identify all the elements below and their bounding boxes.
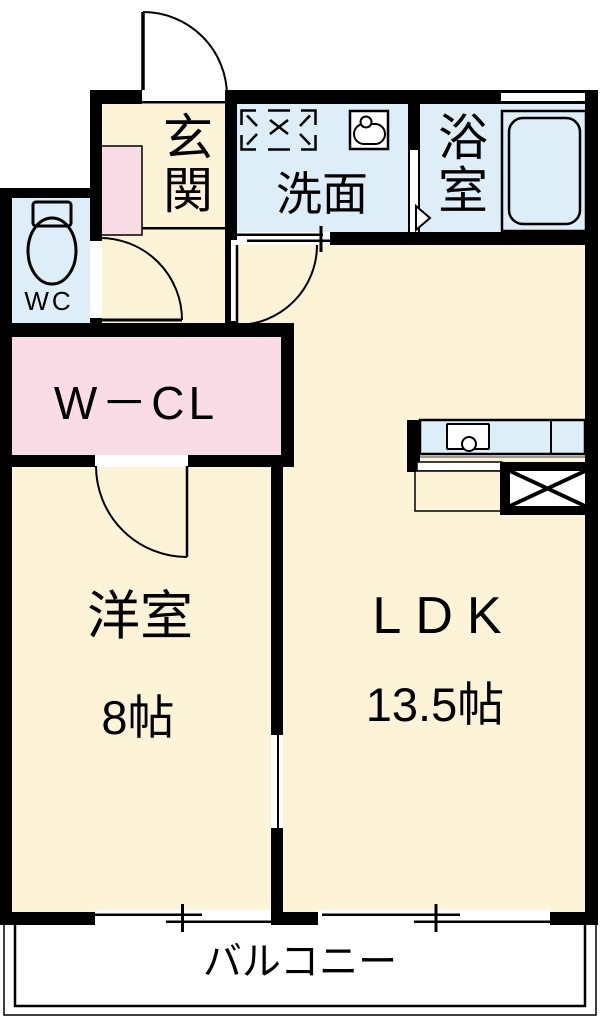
washer-diag-tr <box>299 114 311 127</box>
bath-door-rail-left <box>408 150 410 232</box>
western-room-window-tick <box>181 904 184 932</box>
kitchen-low-counter-edge <box>416 461 503 472</box>
genkan-step-line <box>142 227 225 230</box>
kitchen-wall-stub <box>407 420 420 472</box>
ldk-window-pane-2 <box>414 920 550 923</box>
ldk-window-tick <box>434 904 438 932</box>
washer-corner-bl <box>240 135 256 151</box>
kitchen-faucet <box>461 436 477 452</box>
western-room-floor <box>12 455 271 913</box>
bathtub-outer <box>500 109 588 233</box>
bath-door-direction-icon <box>415 203 432 233</box>
entrance-door-swing-arc <box>142 11 228 97</box>
toilet-tank <box>31 200 73 228</box>
ldk-window-pane-1 <box>322 913 460 916</box>
bathtub-icon <box>500 109 588 233</box>
senmen-label: 洗面 <box>276 168 368 220</box>
toilet-icon <box>26 200 78 286</box>
washer-diag-tl <box>246 114 258 127</box>
entrance-threshold-line <box>142 101 228 104</box>
washer-corner-tr <box>301 109 317 125</box>
wash-basin-icon <box>348 109 390 151</box>
washing-machine-pan-icon <box>240 109 317 151</box>
wall-bottom-center <box>271 912 318 925</box>
toilet-bowl <box>26 216 78 286</box>
wcl-door-swing-arc <box>95 465 188 558</box>
room-divider-sliding-panel <box>277 735 279 828</box>
genkan-shoe-closet <box>97 145 143 236</box>
ldk-size: 13.5帖 <box>365 678 505 731</box>
senmen-sliding-door-tick <box>319 226 323 252</box>
senmen-sliding-door-rail-lower <box>247 239 337 242</box>
wall-bottom-left <box>0 912 95 925</box>
room-floors <box>12 103 585 913</box>
wall-wcl-right <box>281 323 294 467</box>
wall-wc-top <box>0 188 102 198</box>
bathroom-window <box>501 93 588 101</box>
wc-label: WC <box>24 286 74 316</box>
western-room-window-pane-2 <box>166 920 271 923</box>
washer-diag-bl <box>246 133 258 146</box>
walk-in-closet-label: W－CL <box>53 377 219 429</box>
washer-corner-br <box>301 135 317 151</box>
wall-bottom-right <box>550 912 598 925</box>
balcony-outer-border <box>3 918 597 1016</box>
doors <box>95 11 432 558</box>
crossed-box-wall-left <box>500 462 510 515</box>
crossed-box-wall-top <box>500 462 585 471</box>
bathtub-inner <box>507 116 582 226</box>
wall-right <box>585 90 598 925</box>
wc-door-opening <box>90 241 102 318</box>
crossed-box-x <box>509 469 586 508</box>
kitchen-counter <box>418 418 587 456</box>
entrance-door-opening <box>142 90 228 104</box>
washer-x-mark <box>269 119 289 135</box>
balcony-inner-border <box>13 918 587 1008</box>
kitchen-counter-icon <box>407 418 587 512</box>
bath-door-rail-right <box>418 150 420 232</box>
balcony-windows <box>95 904 550 932</box>
crossed-box-icon <box>500 462 586 515</box>
senmen-sliding-door-rail-upper <box>237 233 323 236</box>
walk-in-closet-floor <box>12 337 281 455</box>
western-room-size: 8帖 <box>101 691 175 744</box>
kitchen-counter-front-edge <box>420 456 585 458</box>
western-room-label: 洋室 <box>87 587 193 646</box>
wcl-door-opening <box>95 455 188 467</box>
washer-corner-tl <box>240 109 256 125</box>
genkan-label: 玄 関 <box>163 110 213 219</box>
balcony-label: バルコニー <box>202 941 398 984</box>
wall-room-divider <box>271 455 283 925</box>
wall-left <box>0 188 12 925</box>
kitchen-low-counter <box>414 470 503 512</box>
western-room-window-pane-1 <box>95 913 202 916</box>
ldk-floor <box>237 245 585 913</box>
balcony-outline <box>3 918 597 1016</box>
wall-senmen-bath-divider <box>408 95 420 150</box>
wall-senmen-bath-bottom <box>330 232 598 245</box>
basin-faucet <box>359 115 373 129</box>
wall-hall-bottom <box>0 323 294 337</box>
ldk-door-opening <box>231 240 237 321</box>
washer-diag-br <box>299 133 311 146</box>
ldk-door-swing-arc <box>236 244 318 326</box>
wc-door-swing-arc <box>99 237 183 321</box>
crossed-box-wall-bottom <box>500 506 585 515</box>
bathroom-label: 浴 室 <box>438 110 488 219</box>
walls <box>0 90 598 925</box>
ldk-window-opening <box>318 910 550 926</box>
ldk-label: LDK <box>372 587 516 645</box>
